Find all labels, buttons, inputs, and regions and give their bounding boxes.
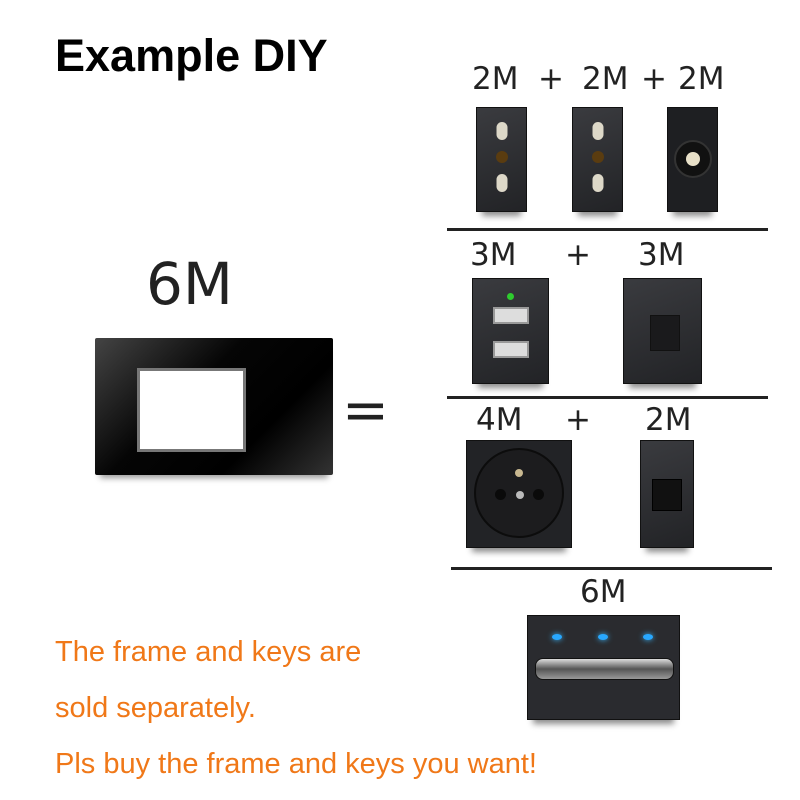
led-icon [598, 634, 608, 640]
row2-label: 3M [638, 237, 685, 273]
equals-sign: = [342, 378, 389, 443]
note-line: The frame and keys are [55, 636, 362, 668]
computer-port-icon [650, 315, 680, 351]
divider [447, 396, 768, 399]
divider [447, 228, 768, 231]
italian-socket-module [476, 107, 527, 212]
divider [451, 567, 772, 570]
row1-plus: + [538, 61, 564, 97]
usb-port-icon [493, 341, 529, 358]
socket-ring [474, 448, 564, 538]
note-line: Pls buy the frame and keys you want! [55, 748, 537, 780]
led-icon [552, 634, 562, 640]
row2-label: 3M [470, 237, 517, 273]
tv-coax-module [667, 107, 718, 212]
row1-label: 2M [582, 61, 629, 97]
row3-label: 2M [645, 402, 692, 438]
page-title: Example DIY [55, 30, 328, 81]
italian-socket-module [572, 107, 623, 212]
led-icon [643, 634, 653, 640]
touch-switch-module [527, 615, 680, 720]
row3-plus: + [565, 402, 591, 438]
led-icon [507, 293, 514, 300]
row1-plus: + [641, 61, 667, 97]
usb-port-icon [493, 307, 529, 324]
frame-window [137, 368, 246, 452]
computer-socket-module [623, 278, 702, 384]
row4-label: 6M [580, 574, 627, 610]
usb-charger-module [472, 278, 549, 384]
row1-label: 2M [678, 61, 725, 97]
rj45-module [640, 440, 694, 548]
row3-label: 4M [476, 402, 523, 438]
switch-key-bar [535, 658, 674, 680]
row2-plus: + [565, 237, 591, 273]
glass-frame-image [95, 338, 333, 475]
frame-size-label: 6M [146, 250, 233, 318]
note-line: sold separately. [55, 692, 256, 724]
row1-label: 2M [472, 61, 519, 97]
rj45-port-icon [652, 479, 682, 511]
french-socket-module [466, 440, 572, 548]
